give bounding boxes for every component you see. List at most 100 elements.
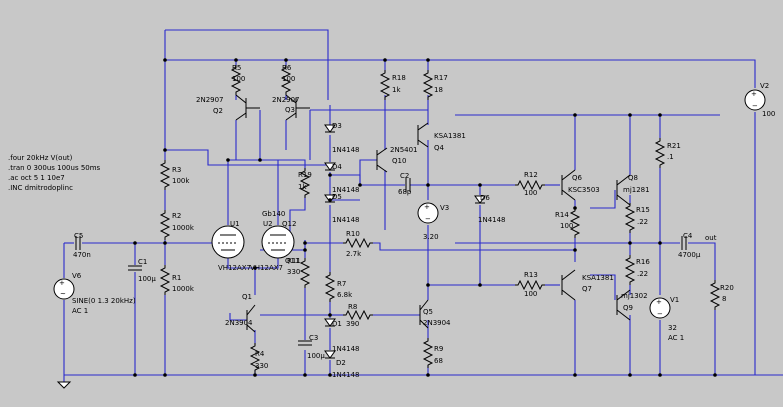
r11-value: 330 (287, 268, 300, 276)
c5-ref: C5 (74, 232, 83, 240)
spice-directives[interactable]: .four 20kHz V(out) .tran 0 300us 100us 5… (8, 154, 101, 192)
u2-model: VH12AX7 (250, 264, 283, 272)
q5-ref: Q5 (423, 308, 433, 316)
v1-ref: V1 (670, 296, 679, 304)
r16-ref: R16 (636, 258, 650, 266)
u2-ref: U2 (263, 220, 273, 228)
q11-ref: Q11 (285, 257, 299, 265)
transistor-q5[interactable]: Q5 2N3904 (419, 299, 451, 329)
resistor-r16[interactable]: R16 .22 (625, 254, 650, 286)
v3-value: 3.20 (423, 233, 439, 241)
svg-text:+: + (656, 298, 662, 306)
v2-value: 100 (762, 110, 775, 118)
q5-model: 2N3904 (423, 319, 451, 327)
transistor-q11-q12[interactable]: Gb 140 Q12 Q11 (262, 210, 299, 265)
r18-value: 1k (392, 86, 401, 94)
resistor-r5[interactable]: R5 100 (231, 64, 245, 96)
transistor-q6[interactable]: Q6 KSC3503 (561, 169, 600, 201)
r13-value: 100 (524, 290, 537, 298)
r17-ref: R17 (434, 74, 448, 82)
tube-u2[interactable]: U2 VH12AX7 (250, 220, 295, 272)
svg-text:+: + (424, 203, 430, 211)
resistor-r2[interactable]: R2 1000k (160, 209, 195, 241)
v6-ref: V6 (72, 272, 82, 280)
q12-model: 140 (272, 210, 285, 218)
r2-value: 1000k (172, 224, 195, 232)
source-v1[interactable]: +− V1 32 AC 1 (649, 296, 684, 342)
r8-ref: R8 (348, 303, 357, 311)
svg-text:+: + (59, 279, 65, 287)
resistor-r12[interactable]: R12 100 (514, 171, 546, 197)
q11-model: Gb (262, 210, 272, 218)
transistor-q3[interactable]: 2N2907 Q3 (272, 94, 310, 121)
v2-ref: V2 (760, 82, 769, 90)
transistor-q8[interactable]: Q8 mj1281 (616, 174, 650, 206)
r20-ref: R20 (720, 284, 734, 292)
diode-d1[interactable]: D1 1N4148 (324, 318, 360, 353)
r14-value: 100 (560, 222, 573, 230)
transistor-q4[interactable]: KSA1381 Q4 (417, 122, 466, 152)
r6-ref: R6 (282, 64, 292, 72)
resistor-r7[interactable]: R7 6.8k (325, 271, 353, 303)
capacitor-c4[interactable]: C4 4700µ (678, 232, 701, 259)
diode-d4[interactable]: D4 1N4148 (324, 162, 360, 194)
c3-value: 100µ (307, 352, 325, 360)
transistor-q1[interactable]: Q1 2N3904 (225, 293, 256, 333)
resistor-r14[interactable]: R14 100 (555, 207, 580, 239)
capacitor-c2[interactable]: C2 68p (398, 172, 412, 196)
svg-text:+: + (751, 90, 757, 98)
capacitor-c5[interactable]: C5 470n (73, 232, 91, 259)
ground-symbol (56, 381, 72, 389)
diode-d3[interactable]: D3 1N4148 (324, 122, 360, 154)
r1-ref: R1 (172, 274, 181, 282)
resistor-r4[interactable]: R4 330 (250, 342, 268, 374)
resistor-r1[interactable]: R1 1000k (160, 264, 195, 296)
capacitor-c3[interactable]: C3 100µ (298, 334, 325, 360)
d3-ref: D3 (332, 122, 342, 130)
transistor-q2[interactable]: 2N2907 Q2 (196, 94, 260, 121)
transistor-q10[interactable]: 2N5401 Q10 (376, 146, 418, 173)
v6-ac: AC 1 (72, 307, 88, 315)
resistor-r3[interactable]: R3 100k (160, 159, 190, 191)
r10-ref: R10 (346, 230, 360, 238)
source-v2[interactable]: +− V2 100 (744, 82, 775, 118)
r19-value: 1k (298, 183, 307, 191)
transistor-q7[interactable]: KSA1381 Q7 (561, 269, 614, 301)
transistor-q9[interactable]: mj1302 Q9 (616, 289, 648, 321)
r21-value: .1 (667, 153, 674, 161)
r2-ref: R2 (172, 212, 181, 220)
v6-value: SINE(0 1.3 20kHz) (72, 297, 136, 305)
d6-value: 1N4148 (478, 216, 506, 224)
diode-d6[interactable]: D6 1N4148 (474, 194, 506, 224)
resistor-r18[interactable]: R18 1k (380, 69, 406, 101)
resistor-r20[interactable]: R20 8 (710, 279, 734, 311)
source-v6[interactable]: +~ V6 SINE(0 1.3 20kHz) AC 1 (53, 272, 136, 315)
resistor-r9[interactable]: R9 68 (423, 337, 443, 369)
r5-value: 100 (232, 75, 245, 83)
source-v3[interactable]: +− V3 3.20 (417, 202, 449, 241)
resistor-r19[interactable]: R19 1k (298, 167, 312, 199)
r8-value: 390 (346, 320, 359, 328)
resistor-r10[interactable]: R10 2.7k (342, 230, 374, 258)
d4-value: 1N4148 (332, 186, 360, 194)
resistor-r15[interactable]: R15 .22 (625, 202, 650, 234)
tube-u1[interactable]: U1 VH12AX7 (211, 220, 251, 272)
resistor-r21[interactable]: R21 .1 (655, 137, 681, 169)
c2-ref: C2 (400, 172, 409, 180)
directive-tran: .tran 0 300us 100us 50ms (8, 164, 101, 172)
diode-d5[interactable]: D5 1N4148 (324, 193, 360, 224)
resistor-r8[interactable]: R8 390 (342, 303, 374, 328)
resistor-r17[interactable]: R17 18 (423, 69, 448, 101)
capacitor-c1[interactable]: C1 100µ (128, 258, 156, 283)
svg-text:−: − (657, 310, 663, 318)
q9-ref: Q9 (623, 304, 633, 312)
diode-d2[interactable]: D2 1N4148 (324, 350, 360, 379)
resistor-r13[interactable]: R13 100 (514, 271, 546, 298)
r18-ref: R18 (392, 74, 406, 82)
q10-ref: Q10 (392, 157, 406, 165)
r3-value: 100k (172, 177, 190, 185)
r7-ref: R7 (337, 280, 346, 288)
resistor-r6[interactable]: R6 100 (281, 64, 295, 96)
resistor-r11[interactable]: R11 330 (287, 257, 310, 289)
